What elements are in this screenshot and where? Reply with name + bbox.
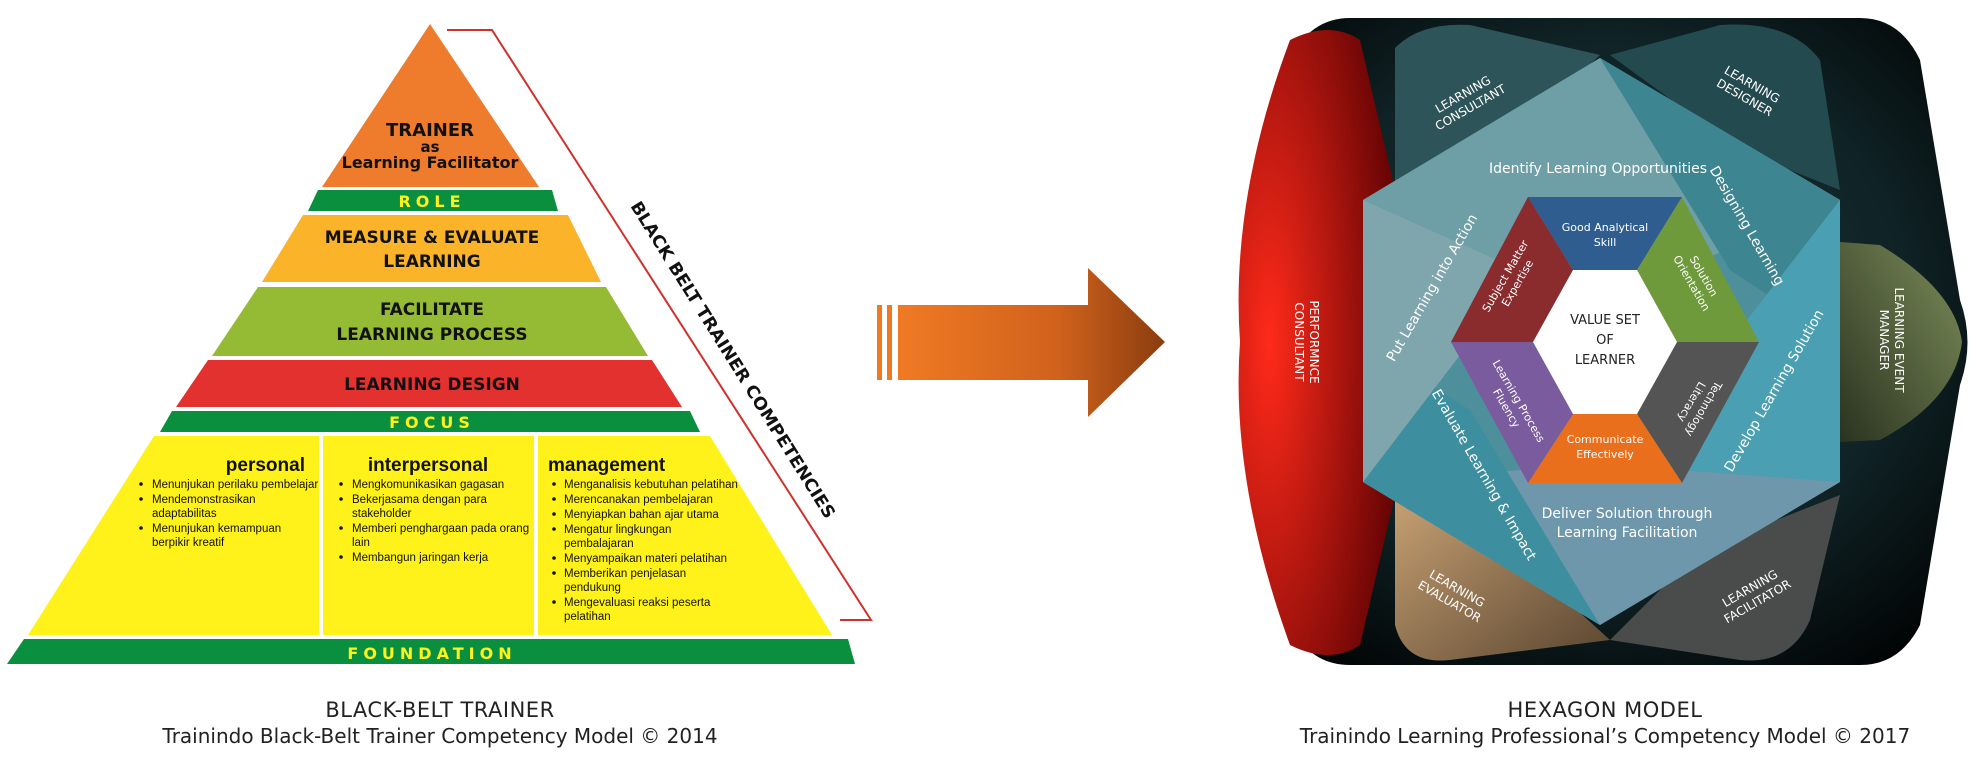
measure-tier bbox=[262, 215, 601, 282]
management-item-5: Menyampaikan materi pelatihan bbox=[564, 553, 727, 565]
skill-analytical-line1: Good Analytical bbox=[1562, 221, 1648, 234]
right-caption-subtitle: Trainindo Learning Professional’s Compet… bbox=[1299, 724, 1911, 748]
facilitate-line1: FACILITATE bbox=[380, 300, 484, 320]
center-line3: LEARNER bbox=[1575, 353, 1635, 368]
management-item-7a: Mengevaluasi reaksi peserta bbox=[564, 597, 711, 609]
role-band bbox=[308, 190, 558, 211]
personal-item-3a: Menunjukan kemampuan bbox=[152, 523, 281, 535]
facilitate-tier bbox=[212, 287, 648, 356]
process-identify: Identify Learning Opportunities bbox=[1489, 161, 1707, 177]
foundation-band bbox=[7, 639, 855, 664]
role-performance-shape bbox=[1238, 30, 1395, 655]
foundation-label: FOUNDATION bbox=[347, 644, 516, 663]
personal-item-1: Menunjukan perilaku pembelajar bbox=[152, 479, 318, 491]
management-item-4b: pembalajaran bbox=[564, 538, 634, 550]
role-designer-shape bbox=[1610, 24, 1840, 191]
personal-item-3b: berpikir kreatif bbox=[152, 537, 225, 549]
top-tier-line2: as bbox=[420, 138, 439, 156]
skill-communicate-line2: Effectively bbox=[1576, 448, 1634, 461]
management-item-7b: pelatihan bbox=[564, 611, 611, 623]
focus-band bbox=[160, 411, 700, 432]
hexagon-model: VALUE SET OF LEARNER Good Analytical Ski… bbox=[1238, 18, 1968, 665]
skill-solution-segment bbox=[1637, 197, 1759, 342]
role-performance-line1: PERFORMNCE bbox=[1307, 300, 1321, 383]
top-tier-line3: Learning Facilitator bbox=[342, 153, 519, 172]
skill-communicate-segment bbox=[1528, 414, 1682, 483]
personal-item-2a: Mendemonstrasikan bbox=[152, 494, 256, 506]
interpersonal-item-1: Mengkomunikasikan gagasan bbox=[352, 479, 504, 491]
skill-analytical-segment bbox=[1528, 197, 1682, 270]
role-event-manager-line1: LEARNING EVENT bbox=[1892, 287, 1906, 393]
role-event-manager-line2: MANAGER bbox=[1877, 310, 1891, 371]
arrow-shape bbox=[898, 268, 1165, 417]
left-caption-subtitle: Trainindo Black-Belt Trainer Competency … bbox=[162, 724, 718, 748]
design-tier bbox=[176, 360, 682, 407]
management-item-3: Menyiapkan bahan ajar utama bbox=[564, 509, 719, 521]
column-title-interpersonal: interpersonal bbox=[368, 455, 488, 476]
role-facilitator-shape bbox=[1610, 495, 1840, 661]
column-title-personal: personal bbox=[226, 455, 305, 476]
role-label: ROLE bbox=[398, 192, 465, 211]
top-tier-line1: TRAINER bbox=[386, 120, 474, 141]
management-item-6b: pendukung bbox=[564, 582, 621, 594]
skill-subject-segment bbox=[1451, 197, 1573, 342]
skill-communicate-line1: Communicate bbox=[1567, 433, 1644, 446]
center-hexagon bbox=[1533, 270, 1677, 414]
interpersonal-item-3a: Memberi penghargaan pada orang bbox=[352, 523, 529, 535]
management-item-4a: Mengatur lingkungan bbox=[564, 524, 671, 536]
interpersonal-item-2a: Bekerjasama dengan para bbox=[352, 494, 487, 506]
facet-evaluate bbox=[1363, 342, 1600, 625]
skill-process-segment bbox=[1451, 342, 1573, 483]
center-line2: OF bbox=[1596, 333, 1614, 348]
role-performance-line2: CONSULTANT bbox=[1292, 302, 1306, 382]
measure-line2: LEARNING bbox=[383, 252, 480, 272]
process-deliver-line2: Learning Facilitation bbox=[1557, 525, 1698, 541]
center-line1: VALUE SET bbox=[1570, 313, 1640, 328]
focus-label: FOCUS bbox=[389, 413, 475, 432]
measure-line1: MEASURE & EVALUATE bbox=[325, 228, 539, 248]
facet-designing bbox=[1600, 58, 1840, 342]
interpersonal-item-3b: lain bbox=[352, 537, 370, 549]
management-item-1: Menganalisis kebutuhan pelatihan bbox=[564, 479, 738, 491]
skill-analytical-line2: Skill bbox=[1594, 236, 1617, 249]
column-title-management: management bbox=[548, 455, 666, 476]
management-item-6a: Memberikan penjelasan bbox=[564, 568, 686, 580]
bracket-line bbox=[447, 29, 873, 621]
role-consultant-shape bbox=[1395, 24, 1600, 191]
role-evaluator-shape bbox=[1395, 495, 1610, 661]
management-item-2: Merencanakan pembelajaran bbox=[564, 494, 713, 506]
facet-put bbox=[1363, 200, 1520, 482]
pyramid-top-tier bbox=[322, 24, 539, 187]
interpersonal-item-2b: stakeholder bbox=[352, 508, 412, 520]
pyramid: TRAINER as Learning Facilitator ROLE MEA… bbox=[7, 24, 873, 664]
role-event-manager-shape bbox=[1840, 242, 1962, 442]
left-caption: BLACK-BELT TRAINER Trainindo Black-Belt … bbox=[140, 698, 740, 748]
facilitate-line2: LEARNING PROCESS bbox=[336, 325, 527, 345]
right-caption-title: HEXAGON MODEL bbox=[1507, 698, 1703, 722]
interpersonal-item-4: Membangun jaringan kerja bbox=[352, 552, 489, 564]
design-label: LEARNING DESIGN bbox=[344, 375, 520, 395]
foundation-tier bbox=[28, 436, 832, 635]
process-deliver-line1: Deliver Solution through bbox=[1542, 506, 1713, 522]
transition-arrow bbox=[877, 268, 1165, 417]
personal-item-2b: adaptabilitas bbox=[152, 508, 217, 520]
left-caption-title: BLACK-BELT TRAINER bbox=[325, 698, 555, 722]
right-caption: HEXAGON MODEL Trainindo Learning Profess… bbox=[1280, 698, 1930, 748]
skill-technology-segment bbox=[1637, 342, 1759, 483]
